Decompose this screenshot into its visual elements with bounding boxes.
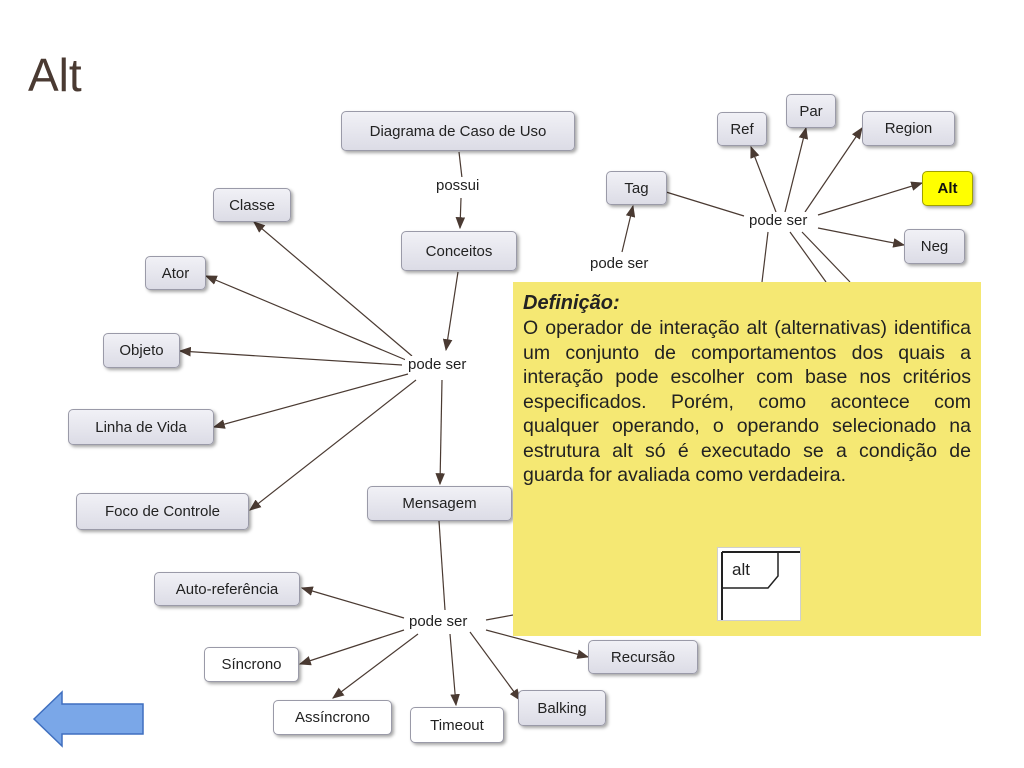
definition-heading: Definição: <box>523 292 620 314</box>
node-sincrono[interactable]: Síncrono <box>204 647 299 682</box>
node-alt[interactable]: Alt <box>922 171 973 206</box>
definition-text: O operador de interação alt (alternativa… <box>523 317 971 486</box>
node-ator[interactable]: Ator <box>145 256 206 290</box>
link-label-pode-ser: pode ser <box>405 356 470 373</box>
node-recursao[interactable]: Recursão <box>588 640 698 674</box>
link-label-pode-ser: pode ser <box>587 255 652 272</box>
node-assincrono[interactable]: Assíncrono <box>273 700 392 735</box>
node-par[interactable]: Par <box>786 94 836 128</box>
alt-frame-icon: alt <box>721 551 800 620</box>
definition-box: Definição: O operador de interação alt (… <box>513 282 981 636</box>
node-neg[interactable]: Neg <box>904 229 965 264</box>
node-diagrama-caso-uso[interactable]: Diagrama de Caso de Uso <box>341 111 575 151</box>
node-mensagem[interactable]: Mensagem <box>367 486 512 521</box>
node-foco-de-controle[interactable]: Foco de Controle <box>76 493 249 530</box>
node-timeout[interactable]: Timeout <box>410 707 504 743</box>
link-label-pode-ser: pode ser <box>746 212 811 229</box>
slide-title: Alt <box>28 49 82 101</box>
node-classe[interactable]: Classe <box>213 188 291 222</box>
node-ref[interactable]: Ref <box>717 112 767 146</box>
node-conceitos[interactable]: Conceitos <box>401 231 517 271</box>
back-arrow-icon[interactable] <box>32 690 146 748</box>
link-label-possui: possui <box>433 177 483 194</box>
alt-fragment-illustration: alt <box>717 547 801 621</box>
node-balking[interactable]: Balking <box>518 690 606 726</box>
node-region[interactable]: Region <box>862 111 955 146</box>
node-tag[interactable]: Tag <box>606 171 667 205</box>
link-label-pode-ser: pode ser <box>406 613 471 630</box>
alt-frame-label: alt <box>732 560 750 579</box>
node-linha-de-vida[interactable]: Linha de Vida <box>68 409 214 445</box>
node-auto-referencia[interactable]: Auto-referência <box>154 572 300 606</box>
node-objeto[interactable]: Objeto <box>103 333 180 368</box>
